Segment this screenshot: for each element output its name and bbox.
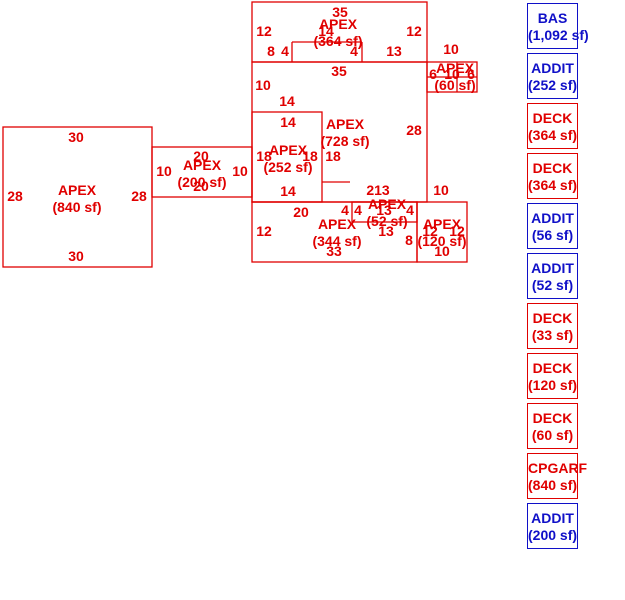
apex-344-dimension: 33 — [326, 243, 342, 259]
legend-item-area: (33 sf) — [531, 327, 574, 343]
apex-728-area-value: (728 sf) — [320, 133, 369, 149]
legend-item-area: (60 sf) — [531, 427, 574, 443]
legend-item-area: (200 sf) — [528, 527, 578, 543]
apex-344-label: APEX — [318, 216, 357, 232]
apex-252-dimension: 18 — [302, 148, 318, 164]
legend-item: ADDIT(200 sf) — [527, 503, 578, 549]
apex-364-dimension: 13 — [386, 43, 402, 59]
apex-200-label: APEX — [183, 157, 222, 173]
apex-200-area-value: (200 sf) — [177, 174, 226, 190]
legend-item-name: ADDIT — [531, 510, 574, 526]
legend-item-area: (252 sf) — [528, 77, 578, 93]
apex-60-dimension: 10 — [444, 66, 460, 82]
apex-120-dimension: 10 — [434, 243, 450, 259]
apex-52-dimension: 4 — [406, 202, 414, 218]
apex-364-dimension: 14 — [318, 23, 334, 39]
legend-item: ADDIT(252 sf) — [527, 53, 578, 99]
apex-364-label: APEX — [319, 16, 358, 32]
legend-item: DECK(60 sf) — [527, 403, 578, 449]
apex-364-dimension: 12 — [256, 23, 272, 39]
apex-364-dimension: 12 — [406, 23, 422, 39]
apex-52-label: APEX — [368, 196, 407, 212]
apex-728-label: APEX — [326, 116, 365, 132]
legend-item: DECK(120 sf) — [527, 353, 578, 399]
apex-252-dimension: 18 — [256, 148, 272, 164]
legend-item-name: ADDIT — [531, 260, 574, 276]
apex-200-dimension: 10 — [232, 163, 248, 179]
apex-344-dimension: 20 — [293, 204, 309, 220]
legend-item-name: DECK — [532, 360, 573, 376]
apex-252-dimension: 14 — [280, 114, 296, 130]
apex-52-dimension: 13 — [376, 202, 392, 218]
apex-200-dimension: 20 — [193, 148, 209, 164]
apex-52-area-value: (52 sf) — [366, 213, 407, 229]
area-legend: BAS(1,092 sf)ADDIT(252 sf)DECK(364 sf)DE… — [527, 3, 589, 553]
apex-52-dimension: 4 — [354, 202, 362, 218]
legend-item: DECK(33 sf) — [527, 303, 578, 349]
apex-840-label: APEX — [58, 182, 97, 198]
apex-60-area-value: (60 sf) — [434, 77, 475, 93]
legend-item: ADDIT(52 sf) — [527, 253, 578, 299]
apex-728-dimension: 10 — [433, 182, 449, 198]
apex-728-outline — [251, 61, 428, 203]
apex-344-area-value: (344 sf) — [312, 233, 361, 249]
legend-item-name: BAS — [537, 10, 568, 26]
legend-item: ADDIT(56 sf) — [527, 203, 578, 249]
legend-item-name: DECK — [532, 310, 573, 326]
legend-item-name: ADDIT — [531, 210, 574, 226]
legend-item-area: (56 sf) — [531, 227, 574, 243]
apex-344-dimension: 12 — [256, 223, 272, 239]
apex-840-dimension: 30 — [68, 248, 84, 264]
legend-item-name: DECK — [532, 110, 573, 126]
apex-120-label: APEX — [423, 216, 462, 232]
legend-item: BAS(1,092 sf) — [527, 3, 589, 49]
apex-200-dimension: 20 — [193, 178, 209, 194]
apex-840-dimension: 28 — [7, 188, 23, 204]
apex-252-area-value: (252 sf) — [263, 159, 312, 175]
apex-60-dimension: 10 — [443, 41, 459, 57]
apex-52-dimension: 13 — [378, 223, 394, 239]
apex-252-label: APEX — [269, 142, 308, 158]
legend-item-area: (52 sf) — [531, 277, 574, 293]
apex-840-dimension: 30 — [68, 129, 84, 145]
apex-728-dimension: 14 — [279, 93, 295, 109]
apex-728-dimension: 213 — [366, 182, 390, 198]
apex-840-dimension: 28 — [131, 188, 147, 204]
apex-364-dimension: 4 — [350, 43, 358, 59]
apex-252-dimension: 14 — [280, 183, 296, 199]
apex-60-dimension: 6 — [467, 66, 475, 82]
apex-252-dimension: 18 — [325, 148, 341, 164]
legend-item-name: ADDIT — [531, 60, 574, 76]
legend-item: DECK(364 sf) — [527, 103, 578, 149]
apex-344-dimension: 4 — [341, 202, 349, 218]
legend-item-name: CPGARF — [528, 460, 588, 476]
legend-item-area: (364 sf) — [528, 177, 578, 193]
apex-364-area-value: (364 sf) — [313, 33, 362, 49]
legend-item-area: (120 sf) — [528, 377, 578, 393]
legend-item: CPGARF(840 sf) — [527, 453, 588, 499]
apex-120-dimension: 12 — [422, 223, 438, 239]
legend-item-name: DECK — [532, 160, 573, 176]
apex-120-area-value: (120 sf) — [417, 233, 466, 249]
apex-728-dimension: 10 — [255, 77, 271, 93]
apex-364-dimension: 8 — [267, 43, 275, 59]
apex-364-dimension: 35 — [332, 4, 348, 20]
legend-item-area: (1,092 sf) — [528, 27, 589, 43]
apex-728-dimension: 28 — [406, 122, 422, 138]
apex-60-dimension: 6 — [429, 66, 437, 82]
apex-200-dimension: 10 — [156, 163, 172, 179]
apex-728-dimension: 35 — [331, 63, 347, 79]
apex-840-area-value: (840 sf) — [52, 199, 101, 215]
apex-60-label: APEX — [436, 60, 475, 76]
apex-120-dimension: 12 — [449, 223, 465, 239]
apex-364-dimension: 4 — [281, 43, 289, 59]
apex-120-outline — [416, 201, 468, 263]
apex-344-dimension: 8 — [405, 232, 413, 248]
legend-item: DECK(364 sf) — [527, 153, 578, 199]
legend-item-name: DECK — [532, 410, 573, 426]
apex-52-outline — [351, 201, 418, 223]
legend-item-area: (364 sf) — [528, 127, 578, 143]
legend-item-area: (840 sf) — [528, 477, 578, 493]
